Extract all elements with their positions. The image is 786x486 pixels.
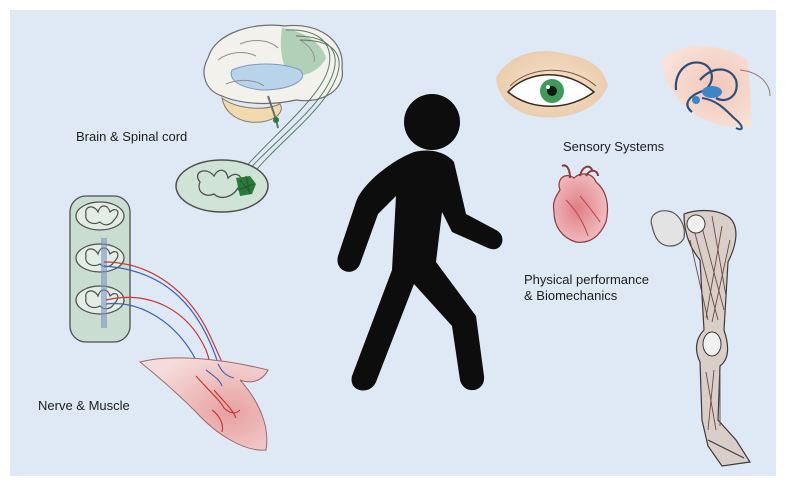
label-physical-performance: Physical performance [524,272,649,288]
inner-ear-icon [662,46,770,130]
heart-icon [553,166,607,243]
leg-anatomy-icon [651,211,750,466]
label-sensory-systems: Sensory Systems [563,139,664,155]
spinal-cross-section-icon [176,160,268,212]
brain-icon [204,25,342,178]
walking-person-icon [337,94,502,391]
label-biomechanics: & Biomechanics [524,288,617,304]
muscle-icon [140,358,268,450]
label-nerve-muscle: Nerve & Muscle [38,398,130,414]
label-brain-spinal-cord: Brain & Spinal cord [76,129,187,145]
spinal-column-icon [70,196,130,342]
eye-icon [496,51,608,118]
